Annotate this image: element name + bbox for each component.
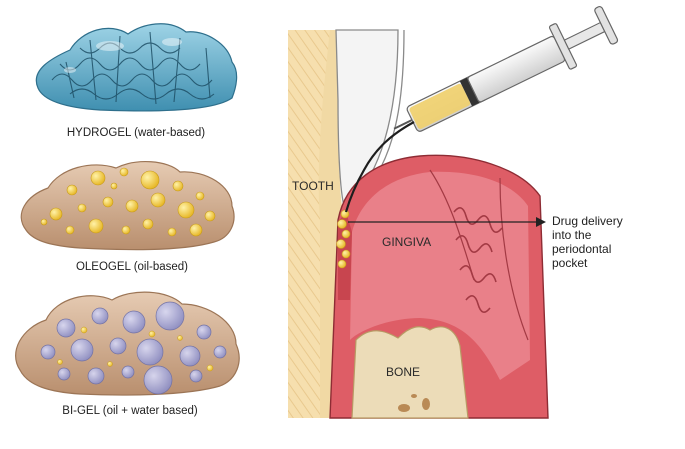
oleogel-label: OLEOGEL (oil-based): [76, 261, 188, 273]
callout-line: into the: [552, 228, 592, 242]
hydrogel-blob: [35, 23, 238, 112]
callout-line: periodontal: [552, 242, 611, 256]
callout-line: Drug delivery: [552, 214, 623, 228]
bone: [351, 326, 469, 419]
bigel-label: BI-GEL (oil + water based): [62, 405, 198, 417]
gingiva-label: GINGIVA: [382, 235, 431, 249]
syringe-needle: [344, 121, 415, 213]
bigel-blob: [15, 291, 240, 396]
bone-label: BONE: [386, 365, 420, 379]
syringe: [393, 5, 619, 132]
drug-droplets: [336, 209, 351, 269]
hydrogel-label: HYDROGEL (water-based): [67, 127, 205, 139]
callout-text: Drug delivery into the periodontal pocke…: [552, 214, 623, 270]
oleogel-blob: [20, 161, 235, 251]
callout-arrow: [348, 217, 546, 227]
callout-line: pocket: [552, 256, 588, 270]
tooth-label: TOOTH: [292, 179, 334, 193]
